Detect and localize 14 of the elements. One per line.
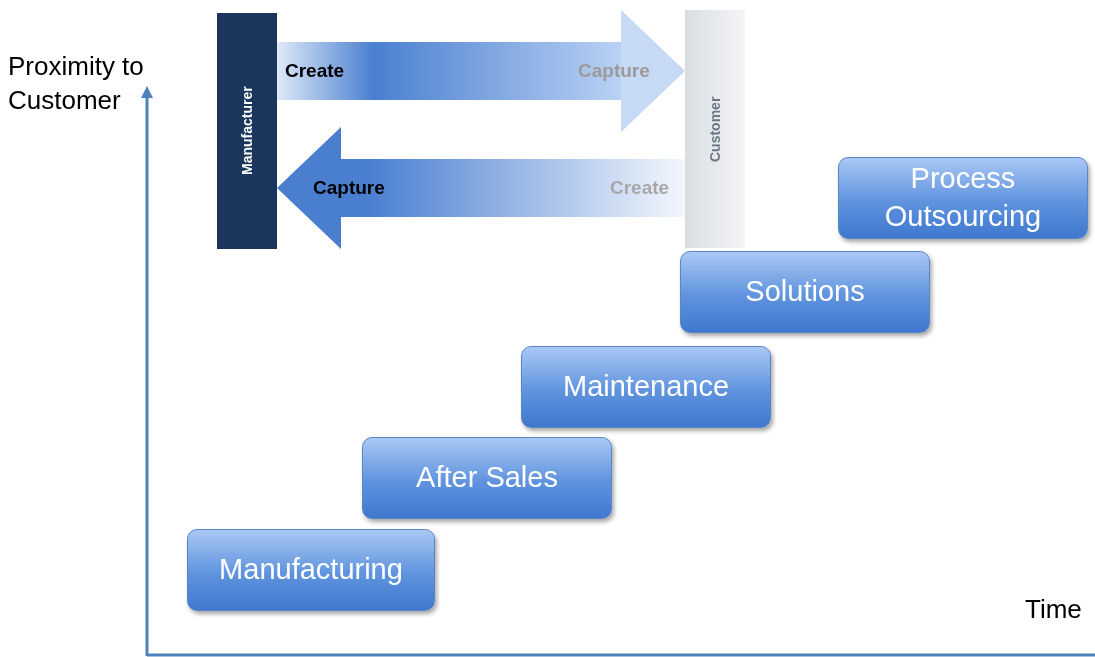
axis-title: Proximity to Customer	[8, 50, 145, 117]
arrow-label: Capture	[313, 177, 385, 199]
stage-box: After Sales	[362, 437, 612, 519]
stage-box: Solutions	[680, 251, 930, 333]
stage-box: Manufacturing	[187, 529, 435, 611]
arrow-label: Create	[610, 177, 670, 199]
arrow-label: Capture	[578, 60, 650, 82]
customer-bar: Customer	[685, 10, 745, 248]
manufacturer-bar: Manufacturer	[217, 13, 277, 249]
axis-title: Time	[1025, 594, 1082, 625]
stage-box: Maintenance	[521, 346, 771, 428]
stage-box: Process Outsourcing	[838, 157, 1088, 239]
arrow-label: Create	[285, 60, 345, 82]
block-arrow	[277, 10, 685, 132]
